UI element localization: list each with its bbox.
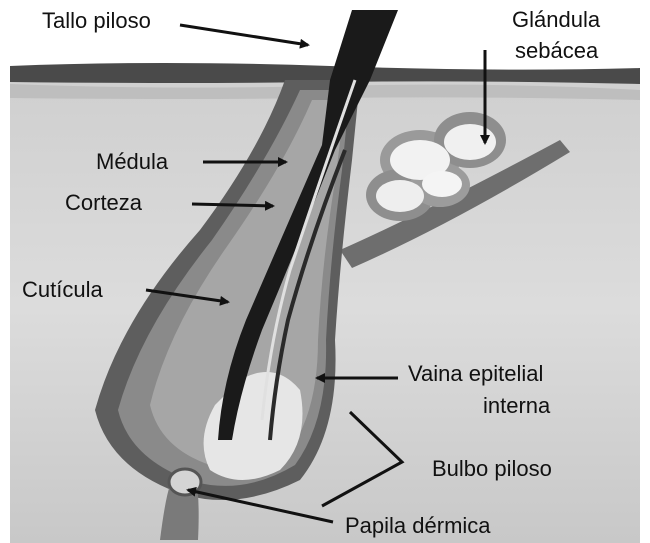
- label-sebaceous-gland-line1: Glándula: [512, 7, 600, 33]
- label-inner-sheath-line1: Vaina epitelial: [408, 361, 543, 387]
- label-inner-sheath-line2: interna: [483, 393, 550, 419]
- label-cortex: Corteza: [65, 190, 142, 216]
- arrow-hair-shaft: [180, 25, 308, 45]
- label-hair-bulb: Bulbo piloso: [432, 456, 552, 482]
- arrow-cortex: [192, 204, 273, 206]
- label-medulla: Médula: [96, 149, 168, 175]
- label-dermal-papilla: Papila dérmica: [345, 513, 491, 539]
- label-sebaceous-gland-line2: sebácea: [515, 38, 598, 64]
- label-hair-shaft: Tallo piloso: [42, 8, 151, 34]
- label-cuticle: Cutícula: [22, 277, 103, 303]
